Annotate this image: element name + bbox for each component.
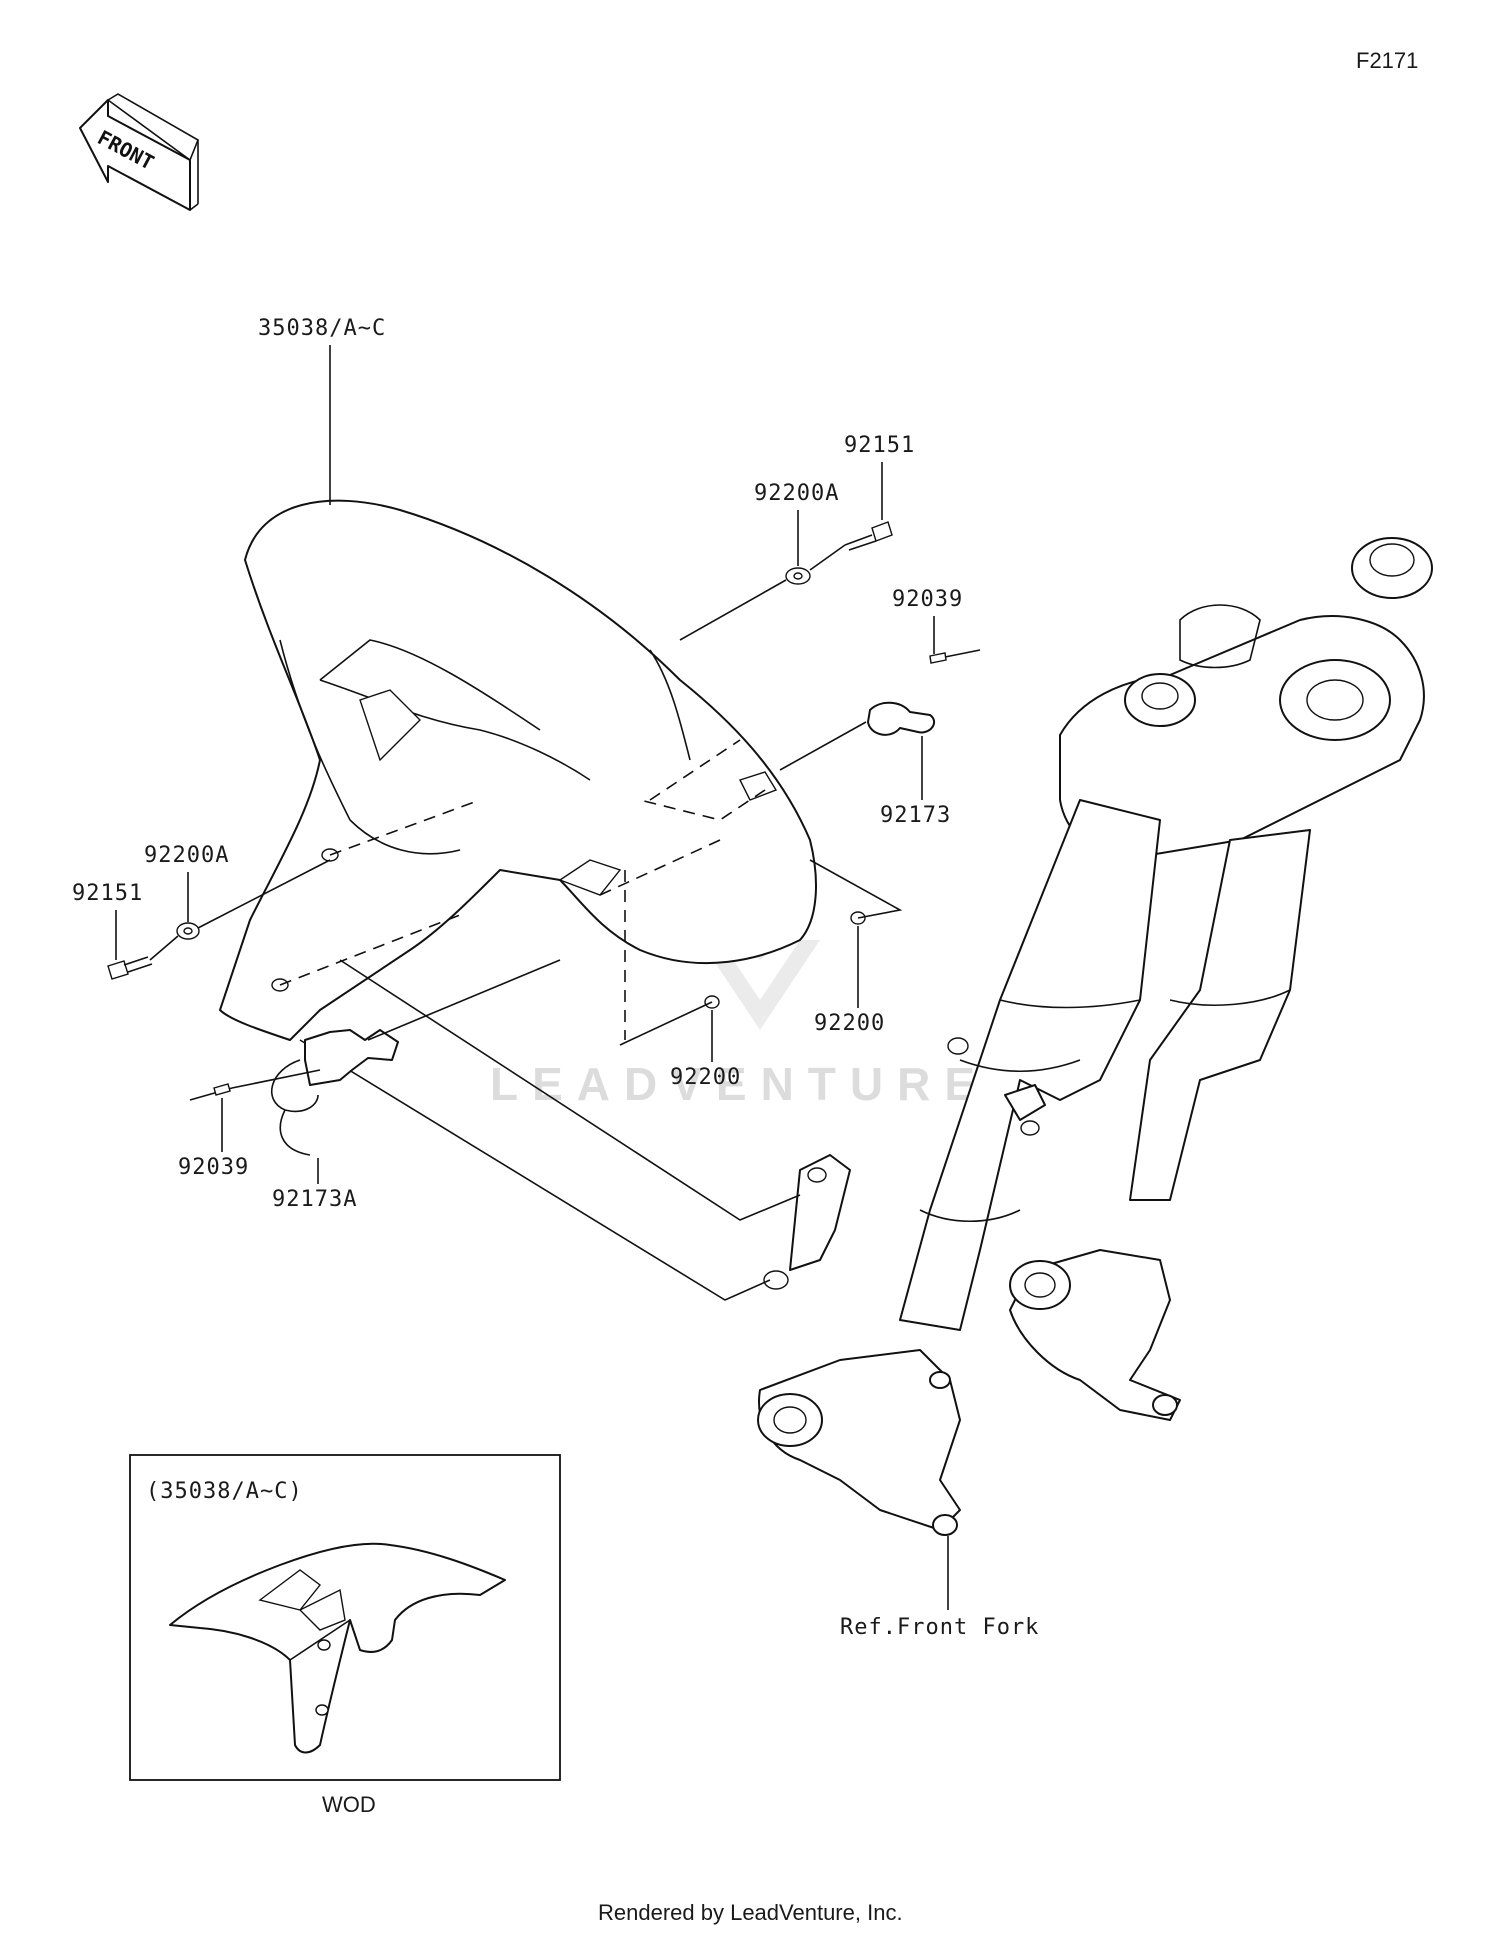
inset-fender-part	[169, 1542, 506, 1754]
diagram-code: F2171	[1356, 48, 1418, 73]
leader-clamp-right	[779, 721, 867, 771]
callout-nut-right: 92200	[814, 1011, 885, 1036]
callout-bolt-right: 92151	[844, 433, 915, 458]
watermark: LEADVENTURE	[490, 1058, 989, 1110]
leader-fender-to-fork-upper	[339, 959, 801, 1221]
leader-washer-fender-right	[679, 579, 787, 641]
front-fork-assembly	[757, 537, 1433, 1536]
callout-bolt-left: 92151	[72, 881, 143, 906]
leader-washer-fender-left	[197, 859, 331, 929]
leader-bolt-washer-right	[809, 544, 846, 571]
inset-title: (35038/A~C)	[146, 1479, 303, 1504]
leader-pin-clamp-left	[231, 1069, 321, 1089]
washer-right-part	[785, 567, 811, 585]
variant-inset: (35038/A~C) WOD	[129, 1454, 561, 1817]
clamp-right-part	[867, 701, 936, 736]
callout-clamp-right: 92173	[880, 803, 951, 828]
leader-fender-to-fork-lower	[299, 1039, 771, 1301]
callout-clamp-left: 92173A	[272, 1187, 357, 1212]
clamp-left-part	[270, 1029, 399, 1156]
front-arrow-icon: FRONT	[79, 93, 200, 211]
assembly-dashed-lines	[279, 739, 766, 1040]
callout-nut-center: 92200	[670, 1065, 741, 1090]
front-fender-part	[219, 499, 817, 1041]
leader-nut-right	[809, 859, 903, 919]
pin-right-part	[929, 649, 981, 664]
leader-nut-center	[619, 1001, 713, 1046]
washer-left-part	[176, 922, 200, 940]
callout-front-fork-ref: Ref.Front Fork	[840, 1615, 1039, 1640]
leader-clamp-fender-left	[367, 959, 561, 1041]
callout-washer-right: 92200A	[754, 481, 839, 506]
bolt-right-part	[844, 521, 893, 551]
callout-fender: 35038/A~C	[258, 316, 386, 341]
pin-left-part	[189, 1083, 233, 1101]
callout-pin-left: 92039	[178, 1155, 249, 1180]
callout-pin-right: 92039	[892, 587, 963, 612]
leader-bolt-washer-left	[149, 935, 179, 961]
bolt-left-part	[107, 956, 153, 980]
callout-washer-left: 92200A	[144, 843, 229, 868]
inset-caption: WOD	[322, 1792, 376, 1817]
footer-credit: Rendered by LeadVenture, Inc.	[598, 1900, 903, 1925]
